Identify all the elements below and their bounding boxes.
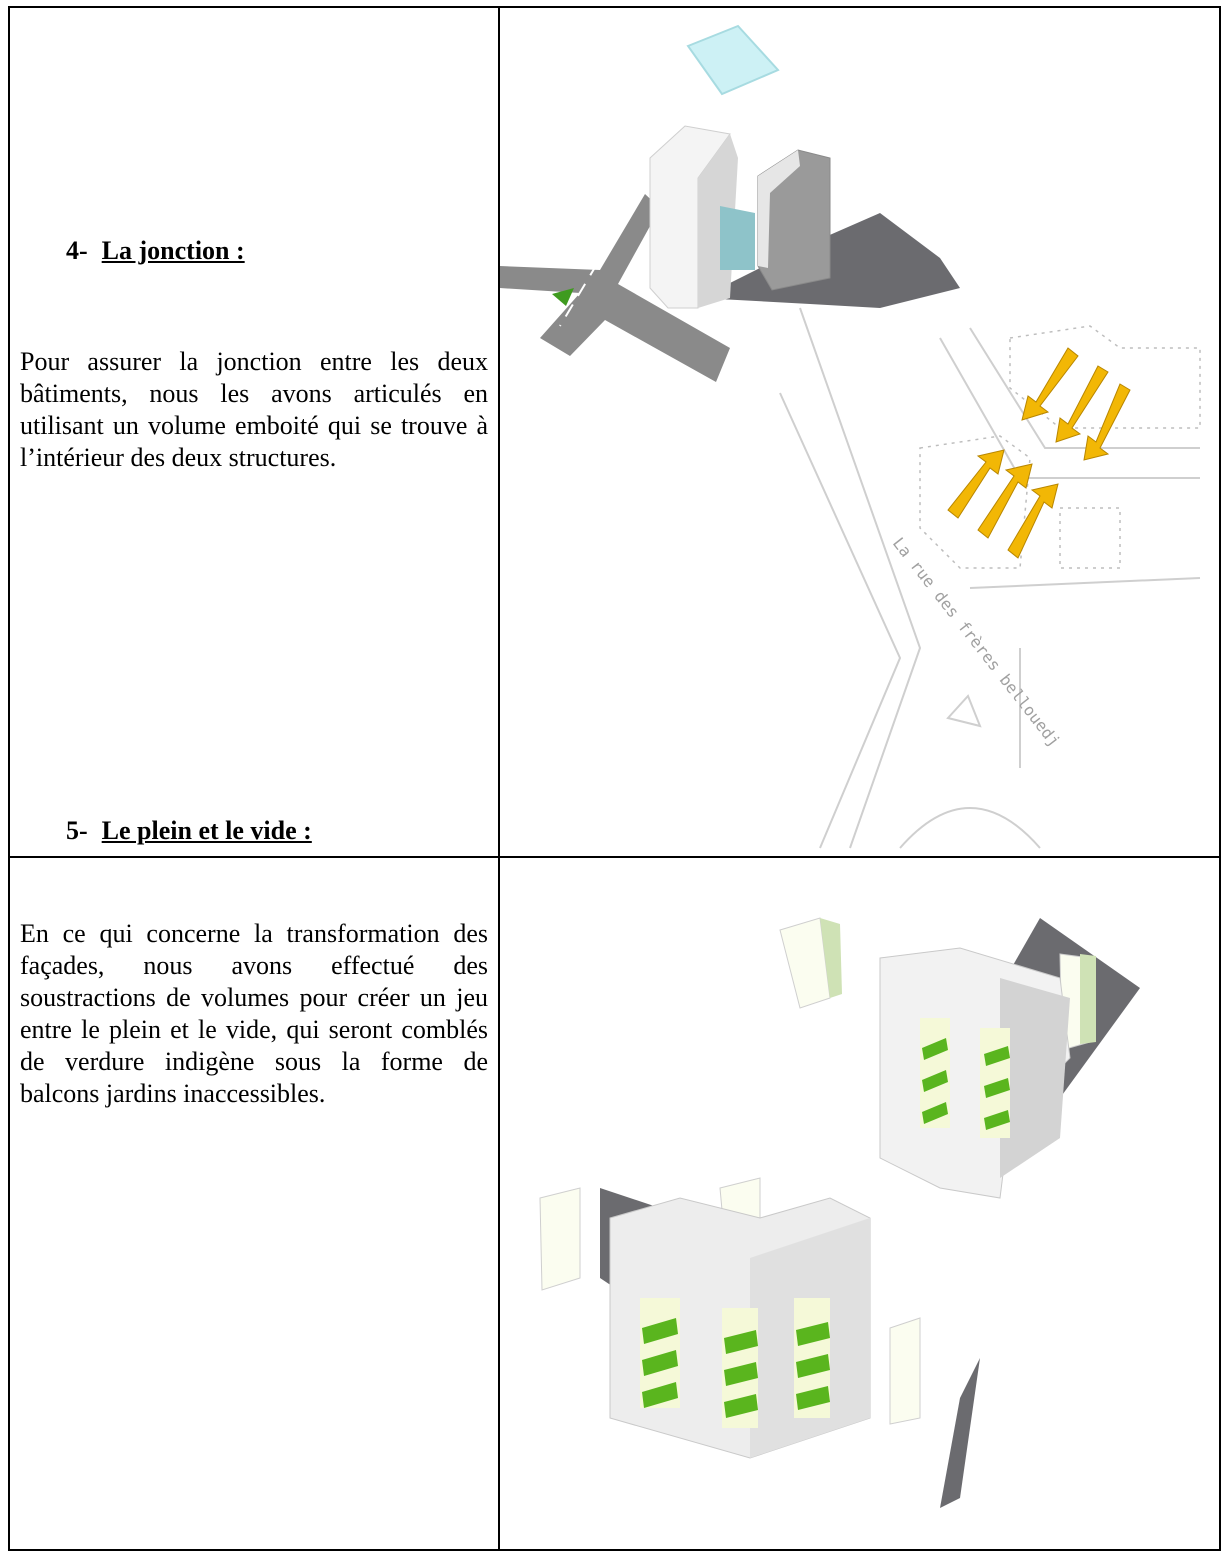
- green-marker: [552, 288, 574, 306]
- section-5-number: 5-: [66, 816, 88, 845]
- column-divider: [498, 8, 500, 1549]
- lower-building-group: [539, 1177, 980, 1508]
- roof-volume: [686, 24, 780, 96]
- section-5-heading: 5- Le plein et le vide :: [66, 816, 312, 846]
- street-outlines: [779, 307, 1201, 849]
- section-4-title: La jonction :: [101, 236, 245, 265]
- row-divider: [10, 856, 1219, 858]
- junction-site-plan: La rue des frères bellouedj: [500, 24, 1201, 849]
- road-junction: [500, 194, 730, 382]
- section-5-text: En ce qui concerne la transformation des…: [20, 919, 488, 1108]
- layout-table: 4- La jonction : Pour assurer la jonction…: [8, 6, 1221, 1551]
- solid-void-axonometric: [539, 917, 1140, 1508]
- section-5-title: Le plein et le vide :: [101, 816, 312, 845]
- section-4-heading: 4- La jonction :: [66, 236, 245, 266]
- section-4-number: 4-: [66, 236, 88, 265]
- plot-outlines: [919, 325, 1201, 569]
- section-4-text: Pour assurer la jonction entre les deux …: [20, 347, 488, 472]
- glass-joint: [720, 206, 755, 270]
- flow-arrows: [947, 347, 1131, 559]
- upper-building-group: [779, 917, 1140, 1199]
